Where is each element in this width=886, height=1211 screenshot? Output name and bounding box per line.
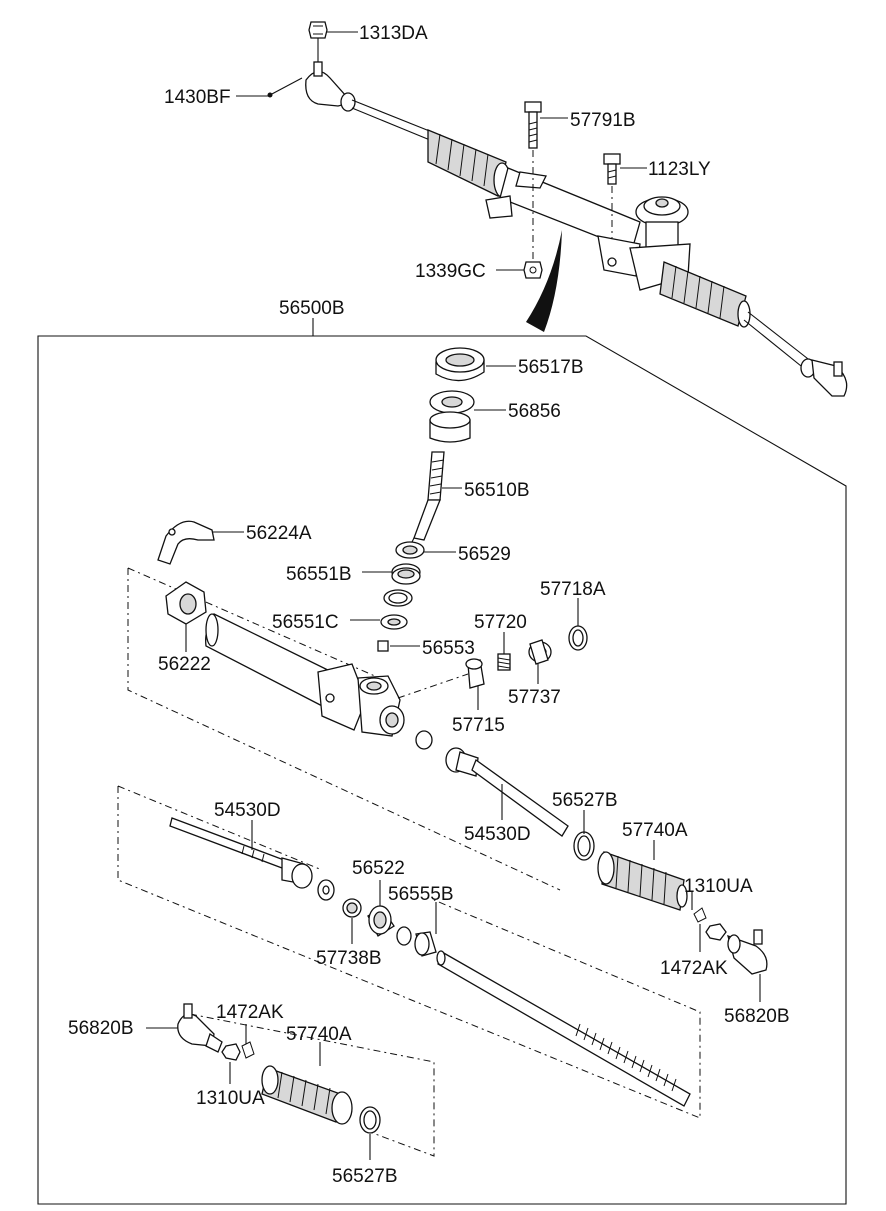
boot-left	[261, 1065, 353, 1125]
label-56820B-left: 56820B	[68, 1018, 134, 1039]
boot-top-left	[427, 129, 511, 198]
part-56222	[165, 581, 207, 625]
rack-bar	[436, 950, 691, 1107]
label-56222: 56222	[158, 654, 211, 675]
label-1310UA-right: 1310UA	[684, 876, 753, 897]
label-1472AK-left: 1472AK	[216, 1002, 284, 1023]
inner-rod-left	[169, 817, 313, 889]
ring-56522	[396, 926, 412, 946]
tie-rod-end-right-lower	[727, 929, 768, 975]
dash-frame-upper	[127, 567, 561, 891]
part-57715	[465, 658, 485, 689]
tie-rod-end-right	[800, 358, 848, 397]
part-56224A	[157, 520, 215, 565]
label-56555B: 56555B	[388, 884, 454, 905]
label-57737: 57737	[508, 687, 561, 708]
nut-1310UA-left	[221, 1043, 241, 1061]
housing-top	[485, 167, 641, 277]
nut-1339GC	[523, 261, 543, 279]
boot-right	[597, 851, 688, 911]
part-56555B	[414, 931, 437, 957]
label-54530D-left: 54530D	[214, 800, 281, 821]
clamp-right	[573, 831, 595, 861]
tie-rod-end-left-lower	[177, 1003, 223, 1053]
part-56551B	[391, 563, 421, 585]
label-56551C: 56551C	[272, 612, 339, 633]
label-57715: 57715	[452, 715, 505, 736]
label-56553: 56553	[422, 638, 475, 659]
label-56527B-left: 56527B	[332, 1166, 398, 1187]
label-57718A: 57718A	[540, 579, 606, 600]
part-57718A	[568, 625, 588, 651]
ring-small	[383, 589, 413, 607]
label-57791B: 57791B	[570, 110, 636, 131]
label-56551B: 56551B	[286, 564, 352, 585]
label-56500B: 56500B	[279, 298, 345, 319]
label-56820B-right: 56820B	[724, 1006, 790, 1027]
label-56529: 56529	[458, 544, 511, 565]
label-56856: 56856	[508, 401, 561, 422]
assembly-frame	[37, 335, 847, 1205]
part-56856	[429, 390, 475, 443]
part-labels: 1313DA 1430BF 57791B 1123LY 1339GC 56500…	[68, 23, 790, 1187]
washer-left	[317, 879, 335, 901]
label-1472AK-right: 1472AK	[660, 958, 728, 979]
label-1339GC: 1339GC	[415, 261, 486, 282]
leader-lines	[146, 31, 761, 1160]
label-56527B-right: 56527B	[552, 790, 618, 811]
part-56551C	[380, 614, 408, 630]
label-56522: 56522	[352, 858, 405, 879]
pin-1430BF	[267, 77, 303, 98]
label-1123LY: 1123LY	[648, 159, 711, 180]
clip-1472AK-right	[693, 907, 707, 923]
label-1430BF: 1430BF	[164, 87, 231, 108]
bolt-1123LY	[603, 153, 621, 238]
label-57740A-left: 57740A	[286, 1024, 352, 1045]
bolt-57791B	[524, 101, 542, 262]
nut-1313DA	[308, 21, 328, 62]
dash-frame-lower	[189, 1013, 435, 1157]
label-56510B: 56510B	[464, 480, 530, 501]
part-56510B	[409, 451, 445, 547]
label-56517B: 56517B	[518, 357, 584, 378]
nut-1310UA-right	[705, 923, 727, 941]
clip-1472AK-left	[241, 1036, 255, 1059]
part-57720	[497, 653, 511, 671]
boot-top-right	[659, 261, 751, 328]
dash-frame-middle	[117, 785, 701, 1119]
label-1310UA-left: 1310UA	[196, 1088, 265, 1109]
label-56224A: 56224A	[246, 523, 312, 544]
label-57720: 57720	[474, 612, 527, 633]
part-56529	[395, 541, 425, 559]
pointer-wedge	[526, 230, 562, 332]
label-54530D-right: 54530D	[464, 824, 531, 845]
part-56517B	[435, 347, 485, 382]
label-1313DA: 1313DA	[359, 23, 428, 44]
rack-housing	[205, 613, 405, 737]
part-57737	[528, 639, 552, 665]
clamp-left	[359, 1106, 381, 1134]
label-57740A-right: 57740A	[622, 820, 688, 841]
washer-housing	[415, 730, 433, 750]
inner-rod-right	[445, 747, 569, 837]
part-56553	[377, 640, 389, 652]
tie-rod-end-left	[305, 61, 356, 112]
top-assembly	[267, 21, 848, 397]
part-56522	[367, 905, 395, 937]
part-57738B	[342, 898, 362, 918]
label-57738B: 57738B	[316, 948, 382, 969]
